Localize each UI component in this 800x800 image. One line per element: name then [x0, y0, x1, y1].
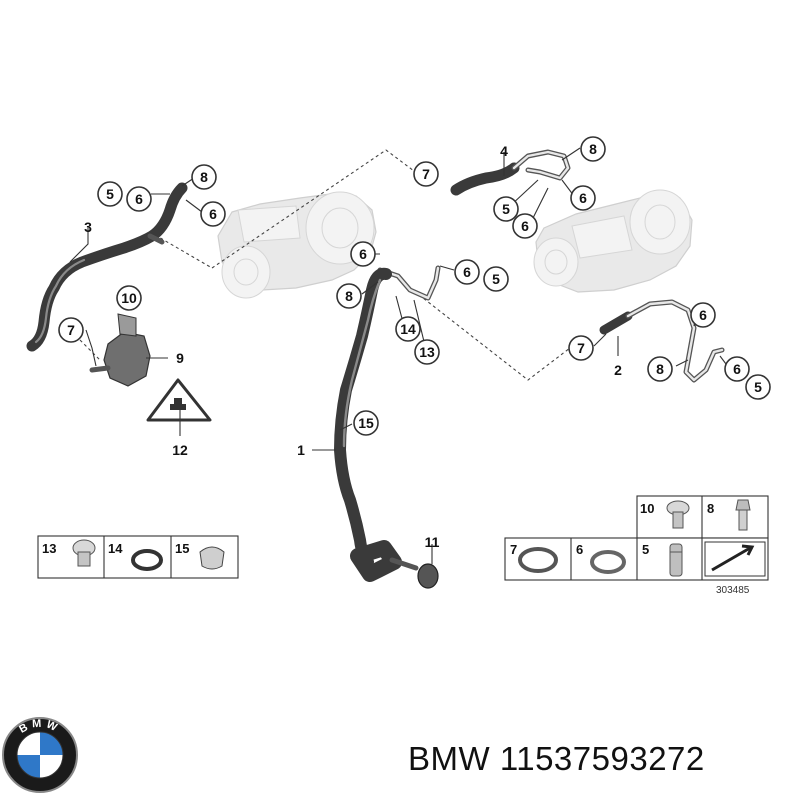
vacuum-unit-10 [89, 313, 151, 387]
pipe-14 [377, 265, 441, 301]
callout-8-c: 8 [336, 283, 362, 309]
callout-6-d: 6 [512, 213, 538, 239]
svg-text:6: 6 [359, 246, 367, 262]
bolt-8-icon [735, 499, 751, 531]
label-11: 11 [425, 534, 440, 550]
warning-triangle-icon [146, 378, 212, 422]
dashed-routing-lines [79, 149, 571, 381]
svg-text:14: 14 [400, 321, 416, 337]
label-4: 4 [500, 143, 508, 159]
callout-5-c: 5 [483, 266, 509, 292]
callout-6-g: 6 [690, 302, 716, 328]
legend-left: 13 14 15 [37, 535, 239, 579]
legend-label-6: 6 [576, 542, 583, 557]
arrow-icon [704, 541, 766, 577]
svg-text:8: 8 [589, 141, 597, 157]
legend-label-8: 8 [707, 501, 714, 516]
svg-text:6: 6 [135, 191, 143, 207]
label-3: 3 [84, 219, 92, 235]
svg-text:6: 6 [463, 264, 471, 280]
svg-text:7: 7 [67, 322, 75, 338]
callout-10-a: 10 [116, 285, 142, 311]
callout-14: 14 [395, 316, 421, 342]
legend-label-13: 13 [42, 541, 56, 556]
callout-8-b: 8 [580, 136, 606, 162]
screw-10-icon [666, 500, 690, 529]
label-9: 9 [176, 350, 184, 366]
label-1: 1 [297, 442, 305, 458]
turbocharger-right-ghost [533, 189, 693, 293]
callout-5-d: 5 [745, 374, 771, 400]
hose-1 [334, 267, 419, 582]
svg-text:6: 6 [521, 218, 529, 234]
callout-15-a: 15 [353, 410, 379, 436]
svg-text:8: 8 [345, 288, 353, 304]
screw-13-icon [72, 539, 96, 567]
svg-text:13: 13 [419, 344, 435, 360]
svg-text:7: 7 [422, 166, 430, 182]
hose-3 [26, 182, 188, 352]
legend-label-10: 10 [640, 501, 654, 516]
pipe-4 [450, 149, 571, 196]
svg-text:15: 15 [358, 415, 374, 431]
svg-text:5: 5 [492, 271, 500, 287]
seal-ring-6-icon [590, 550, 626, 574]
svg-text:6: 6 [209, 206, 217, 222]
svg-text:6: 6 [699, 307, 707, 323]
svg-text:10: 10 [121, 290, 137, 306]
legend-label-5: 5 [642, 542, 649, 557]
callout-5-a: 5 [97, 181, 123, 207]
bmw-logo-icon: BMW [0, 715, 80, 795]
label-2: 2 [614, 362, 622, 378]
callout-8-d: 8 [647, 356, 673, 382]
hose-end-11 [417, 563, 439, 589]
callout-8-a: 8 [191, 164, 217, 190]
seal-ring-14-icon [131, 549, 163, 571]
svg-text:5: 5 [502, 201, 510, 217]
callout-6-c: 6 [570, 185, 596, 211]
svg-text:7: 7 [577, 340, 585, 356]
clip-15-icon [199, 546, 225, 570]
legend-label-15: 15 [175, 541, 189, 556]
label-12: 12 [172, 442, 188, 458]
legend-label-7: 7 [510, 542, 517, 557]
svg-text:5: 5 [106, 186, 114, 202]
turbocharger-left-ghost [217, 191, 377, 299]
hose-clamp-7-icon [518, 547, 558, 573]
svg-text:8: 8 [200, 169, 208, 185]
pipe-2 [599, 299, 725, 383]
callout-7-a: 7 [58, 317, 84, 343]
callout-13-a: 13 [414, 339, 440, 365]
callout-6-h: 6 [724, 356, 750, 382]
svg-text:8: 8 [656, 361, 664, 377]
diagram-code: 303485 [716, 585, 750, 596]
callout-6-e: 6 [350, 241, 376, 267]
svg-text:6: 6 [579, 190, 587, 206]
svg-text:6: 6 [733, 361, 741, 377]
banjo-bolt-5-icon [669, 543, 683, 577]
callout-5-b: 5 [493, 196, 519, 222]
callout-7-b: 7 [413, 161, 439, 187]
callout-7-c: 7 [568, 335, 594, 361]
callout-6-f: 6 [454, 259, 480, 285]
svg-text:5: 5 [754, 379, 762, 395]
callout-6-a: 6 [126, 186, 152, 212]
legend-right: 10 8 7 6 5 303485 [504, 495, 769, 596]
legend-label-14: 14 [108, 541, 123, 556]
callout-6-b: 6 [200, 201, 226, 227]
brand-part-number: BMW 11537593272 [408, 740, 705, 777]
